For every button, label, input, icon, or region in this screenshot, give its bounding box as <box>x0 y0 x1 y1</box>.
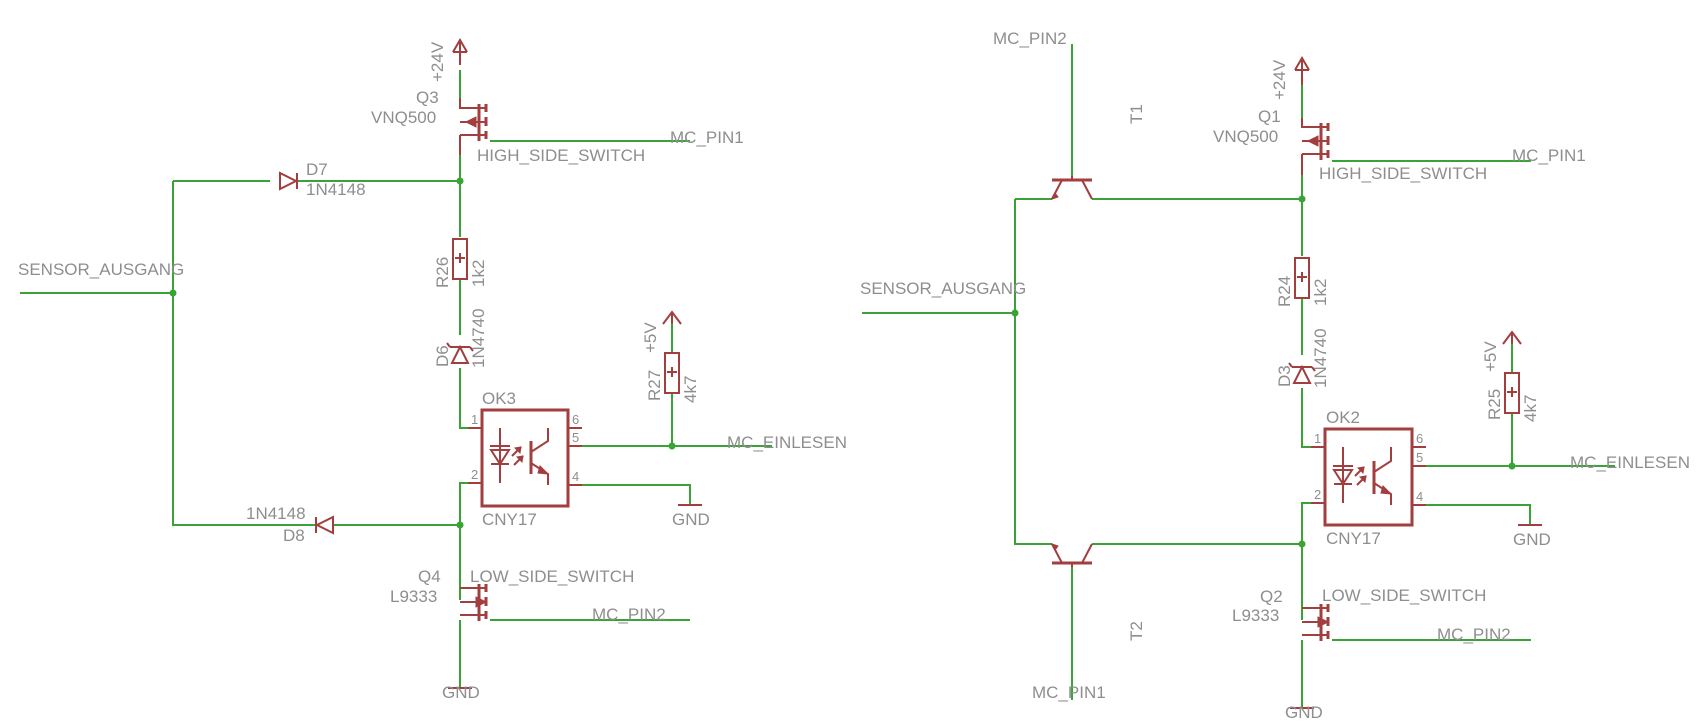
right-junction-t2 <box>1298 540 1306 548</box>
left-ok3-pin4: 4 <box>572 469 579 484</box>
right-r24-resistor-symbol <box>1294 257 1310 299</box>
left-high-side-switch-net: HIGH_SIDE_SWITCH <box>477 146 645 165</box>
left-ok3-pin5: 5 <box>572 430 579 445</box>
right-r25-ref: R25 <box>1485 389 1504 420</box>
left-d6-ref: D6 <box>433 345 452 367</box>
left-sensor-label: SENSOR_AUSGANG <box>18 260 184 279</box>
left-r26-ref: R26 <box>433 257 452 288</box>
right-ok2-value: CNY17 <box>1326 529 1381 548</box>
left-d7-value: 1N4148 <box>306 180 366 199</box>
left-d7-diode-symbol <box>279 171 299 191</box>
left-q3-value: VNQ500 <box>371 108 436 127</box>
right-mc-einlesen-label: MC_EINLESEN <box>1570 453 1690 472</box>
right-sensor-label: SENSOR_AUSGANG <box>860 279 1026 298</box>
right-q1-ref: Q1 <box>1258 107 1281 126</box>
right-t2-transistor-symbol <box>1051 543 1093 567</box>
right-r25-value: 4k7 <box>1521 395 1540 422</box>
left-d8-diode-symbol <box>314 515 334 535</box>
left-junction-sensor <box>169 289 177 297</box>
left-r26-resistor-symbol <box>452 238 468 280</box>
right-5v-label: +5V <box>1481 341 1500 372</box>
left-circuit: +24V Q3 VNQ500 HIGH_SIDE_SWITCH MC_PIN1 … <box>18 38 847 702</box>
right-mc-pin1-out: MC_PIN1 <box>1512 146 1586 165</box>
left-ok3-value: CNY17 <box>482 510 537 529</box>
left-q4-value: L9333 <box>390 587 437 606</box>
right-gnd-opto-label: GND <box>1513 530 1551 549</box>
right-junction-einlesen <box>1508 462 1516 470</box>
left-d6-value: 1N4740 <box>469 308 488 368</box>
left-junction-einlesen <box>668 442 676 450</box>
right-ok2-optocoupler-symbol <box>1311 427 1426 527</box>
right-t1-label: T1 <box>1127 104 1146 124</box>
left-high-side-mosfet-symbol <box>459 98 488 155</box>
left-low-side-mosfet-symbol <box>460 584 488 621</box>
right-r24-value: 1k2 <box>1311 279 1330 306</box>
left-ok3-ref: OK3 <box>482 389 516 408</box>
right-d3-ref: D3 <box>1275 365 1294 387</box>
right-r25-resistor-symbol <box>1504 372 1520 414</box>
right-gnd-bottom-label: GND <box>1285 703 1323 722</box>
right-5v-supply-symbol <box>1502 330 1522 345</box>
left-r26-value: 1k2 <box>469 260 488 287</box>
left-d8-value: 1N4148 <box>246 504 306 523</box>
left-24v-supply-symbol <box>452 38 468 65</box>
right-high-side-mosfet-symbol <box>1301 118 1330 175</box>
left-junction-d8 <box>456 521 464 529</box>
right-24v-supply-symbol <box>1294 56 1310 85</box>
right-d3-zener-symbol <box>1288 362 1316 384</box>
left-q3-ref: Q3 <box>416 88 439 107</box>
right-ok2-pin5: 5 <box>1416 450 1423 465</box>
left-5v-label: +5V <box>641 322 660 353</box>
right-junction-t1 <box>1298 195 1306 203</box>
right-ok2-pin2: 2 <box>1314 487 1321 502</box>
left-5v-supply-symbol <box>662 310 682 325</box>
right-junction-sensor <box>1011 309 1019 317</box>
right-mc-pin1-bottom-label: MC_PIN1 <box>1032 683 1106 702</box>
left-r27-resistor-symbol <box>664 352 680 394</box>
left-junction-d7 <box>456 177 464 185</box>
right-t2-label: T2 <box>1127 621 1146 641</box>
right-low-side-mosfet-symbol <box>1302 604 1330 641</box>
left-d8-ref: D8 <box>283 526 305 545</box>
left-mc-pin2-out: MC_PIN2 <box>592 605 666 624</box>
right-mc-pin2-top-label: MC_PIN2 <box>993 29 1067 48</box>
left-d7-ref: D7 <box>306 160 328 179</box>
right-q2-value: L9333 <box>1232 606 1279 625</box>
left-low-side-switch-net: LOW_SIDE_SWITCH <box>470 567 634 586</box>
right-circuit: MC_PIN2 T1 SENSOR_AUSGANG T2 MC_PIN1 +24… <box>860 29 1690 722</box>
left-ok3-pin2: 2 <box>471 467 478 482</box>
left-ok3-pin1: 1 <box>471 412 478 427</box>
right-q2-ref: Q2 <box>1260 587 1283 606</box>
left-gnd-bottom-label: GND <box>442 683 480 702</box>
left-gnd-opto-label: GND <box>672 510 710 529</box>
left-mc-einlesen-label: MC_EINLESEN <box>727 433 847 452</box>
right-ok2-pin1: 1 <box>1314 431 1321 446</box>
right-ok2-pin6: 6 <box>1416 431 1423 446</box>
right-high-side-switch-net: HIGH_SIDE_SWITCH <box>1319 164 1487 183</box>
right-r24-ref: R24 <box>1275 276 1294 307</box>
left-d6-zener-symbol <box>446 342 474 364</box>
right-supply-24v-label: +24V <box>1270 59 1289 100</box>
left-r27-value: 4k7 <box>681 376 700 403</box>
left-ok3-optocoupler-symbol <box>468 408 582 508</box>
left-q4-ref: Q4 <box>418 567 441 586</box>
right-t1-transistor-symbol <box>1051 176 1093 200</box>
left-mc-pin1-out: MC_PIN1 <box>670 128 744 147</box>
left-r27-ref: R27 <box>645 370 664 401</box>
right-d3-value: 1N4740 <box>1311 328 1330 388</box>
right-ok2-ref: OK2 <box>1326 408 1360 427</box>
right-low-side-switch-net: LOW_SIDE_SWITCH <box>1322 586 1486 605</box>
right-q1-value: VNQ500 <box>1213 127 1278 146</box>
right-ok2-pin4: 4 <box>1416 489 1423 504</box>
left-supply-24v-label: +24V <box>428 41 447 82</box>
right-mc-pin2-out: MC_PIN2 <box>1437 625 1511 644</box>
left-ok3-pin6: 6 <box>572 412 579 427</box>
